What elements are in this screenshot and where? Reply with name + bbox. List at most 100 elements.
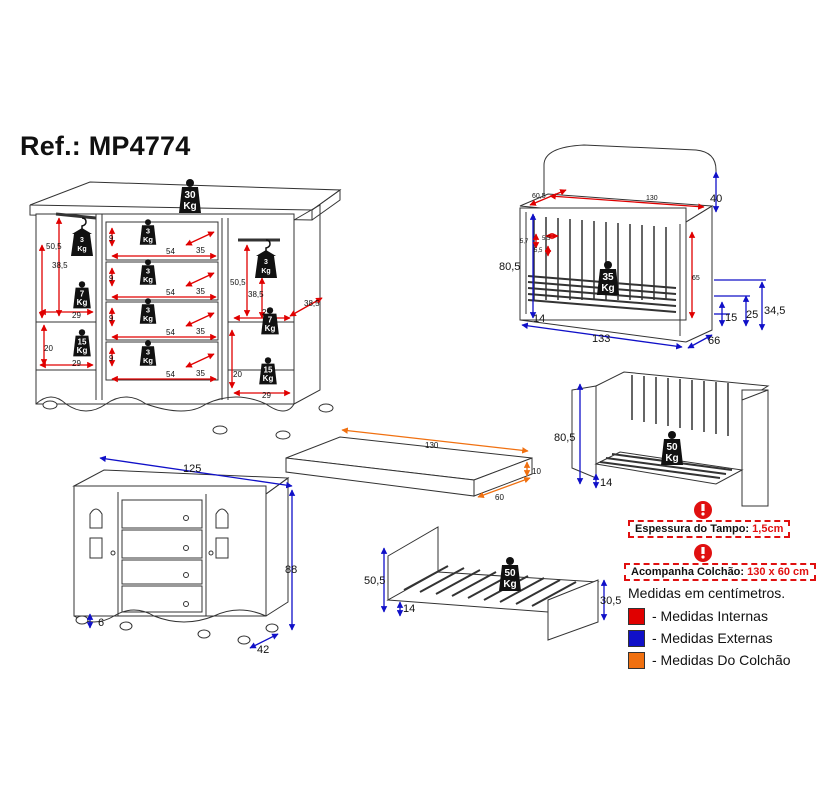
legend-item: - Medidas Externas <box>628 627 791 649</box>
external-dimension-arrows <box>86 455 296 649</box>
legend-item: - Medidas Internas <box>628 605 791 627</box>
mattress-note-label: Acompanha Colchão: <box>631 566 745 578</box>
top-thickness-label: Espessura do Tampo: <box>635 523 750 535</box>
legend-item: - Medidas Do Colchão <box>628 649 791 671</box>
svg-text:Kg: Kg <box>77 298 88 307</box>
weight-icon: 15 Kg <box>259 357 277 385</box>
mattress-dimension-labels: 130 60 10 <box>425 441 541 502</box>
svg-text:Kg: Kg <box>265 324 276 333</box>
mattress-note-value: 130 x 60 cm <box>747 566 809 578</box>
top-thickness-value: 1,5cm <box>752 523 784 535</box>
crib-external-arrows <box>521 171 766 350</box>
crib-base-label: 14 <box>533 313 545 325</box>
legend-label: - Medidas Externas <box>652 630 773 646</box>
svg-text:3: 3 <box>146 267 150 276</box>
crib-depth-label: 66 <box>708 335 720 347</box>
dim-label: 54 <box>166 247 175 256</box>
legend-swatch <box>628 629 645 647</box>
dim-label: 54 <box>166 288 175 297</box>
dim-label: 9 <box>109 354 114 363</box>
svg-text:3: 3 <box>264 259 268 266</box>
dim-label: 35 <box>196 287 205 296</box>
svg-text:15: 15 <box>264 365 273 374</box>
mattress-drawing <box>285 436 533 497</box>
svg-text:Kg: Kg <box>77 346 88 355</box>
crib-length-label: 133 <box>592 333 610 345</box>
svg-text:15: 15 <box>78 337 87 346</box>
daybed-dimension-labels: 80,5 14 <box>554 432 612 489</box>
mattress-length-label: 130 <box>425 441 439 450</box>
dresser-width-label: 125 <box>183 463 201 475</box>
daybed-base-label: 14 <box>600 477 612 489</box>
crib-headboard-label: 40 <box>710 193 722 205</box>
bed-drawing <box>386 526 600 641</box>
dim-label: 35 <box>196 369 205 378</box>
internal-dimension-arrows <box>38 217 323 397</box>
weight-icon: 50 Kg <box>499 557 521 591</box>
svg-text:Kg: Kg <box>503 579 516 590</box>
svg-text:Kg: Kg <box>263 374 274 383</box>
dim-label: 29 <box>262 308 271 317</box>
dim-label: 35 <box>196 327 205 336</box>
svg-text:50: 50 <box>666 442 678 453</box>
crib-dimension-labels: 130 60,5 40 80,5 65 5,7 5,5 5,5 14 133 6… <box>499 193 785 347</box>
weight-icon: 3 Kg <box>139 298 157 324</box>
dresser-depth-label: 42 <box>257 644 269 656</box>
crib-slat-gap-label: 5,7 <box>520 239 529 245</box>
bed-height-label: 50,5 <box>364 575 385 587</box>
dim-label: 20 <box>233 370 242 379</box>
top-thickness-note: Espessura do Tampo: 1,5cm <box>628 520 791 538</box>
dim-label: 35 <box>196 246 205 255</box>
mattress-dimension-arrows <box>341 427 531 499</box>
svg-text:30: 30 <box>184 190 196 201</box>
weight-icon: 3 Kg <box>139 340 157 366</box>
crib-slat-gap-label: 5,5 <box>542 236 551 242</box>
legend-note: Medidas em centímetros. <box>628 585 786 601</box>
svg-text:Kg: Kg <box>143 235 153 244</box>
weight-icon: 35 Kg <box>597 261 619 295</box>
crib-h25-label: 25 <box>746 309 758 321</box>
bed-base-label: 14 <box>403 603 415 615</box>
dim-label: 38,5 <box>52 261 68 270</box>
dim-label: 20 <box>44 344 53 353</box>
legend-label: - Medidas Internas <box>652 608 768 624</box>
external-dimension-labels: 125 88 42 6 <box>98 463 297 656</box>
svg-text:Kg: Kg <box>665 453 678 464</box>
legend-swatch <box>628 651 645 669</box>
weight-icon: 7 Kg <box>73 281 91 309</box>
svg-text:35: 35 <box>602 272 614 283</box>
dresser-feet-label: 6 <box>98 617 104 629</box>
crib-h34-label: 34,5 <box>764 305 785 317</box>
svg-text:7: 7 <box>268 315 273 324</box>
bed-dimension-arrows <box>380 547 608 621</box>
crib-length-top-label: 130 <box>646 195 658 202</box>
svg-text:3: 3 <box>146 348 150 357</box>
dim-label: 9 <box>109 314 114 323</box>
weight-icon: 7 Kg <box>261 307 279 335</box>
dim-label: 50,5 <box>46 242 62 251</box>
legend: Medidas em centímetros. - Medidas Intern… <box>628 585 791 671</box>
dim-label: 54 <box>166 370 175 379</box>
bed-dimension-labels: 50,5 30,5 14 <box>364 575 621 615</box>
crib-inner-height-label: 65 <box>692 275 700 282</box>
svg-text:Kg: Kg <box>77 246 86 253</box>
weight-icon: 3 Kg <box>139 219 157 245</box>
dim-label: 9 <box>109 234 114 243</box>
svg-text:3: 3 <box>146 227 150 236</box>
svg-text:Kg: Kg <box>601 283 614 294</box>
hanger-icon: 3 Kg <box>254 239 278 279</box>
svg-text:Kg: Kg <box>261 268 270 275</box>
dim-label: 38,5 <box>248 290 264 299</box>
legend-swatch <box>628 607 645 625</box>
daybed-dimension-arrows <box>576 383 600 489</box>
svg-text:3: 3 <box>146 306 150 315</box>
bed-footboard-label: 30,5 <box>600 595 621 607</box>
crib-height-label: 80,5 <box>499 261 520 273</box>
weight-icon-top: 30 Kg <box>179 179 201 213</box>
internal-dimension-labels: 50,5 38,5 20 29 29 9 9 9 9 54 54 54 54 3… <box>44 234 320 400</box>
crib-h15-label: 15 <box>725 312 737 324</box>
mattress-width-label: 60 <box>495 493 504 502</box>
dim-label: 29 <box>262 391 271 400</box>
dim-label: 38,5 <box>304 299 320 308</box>
